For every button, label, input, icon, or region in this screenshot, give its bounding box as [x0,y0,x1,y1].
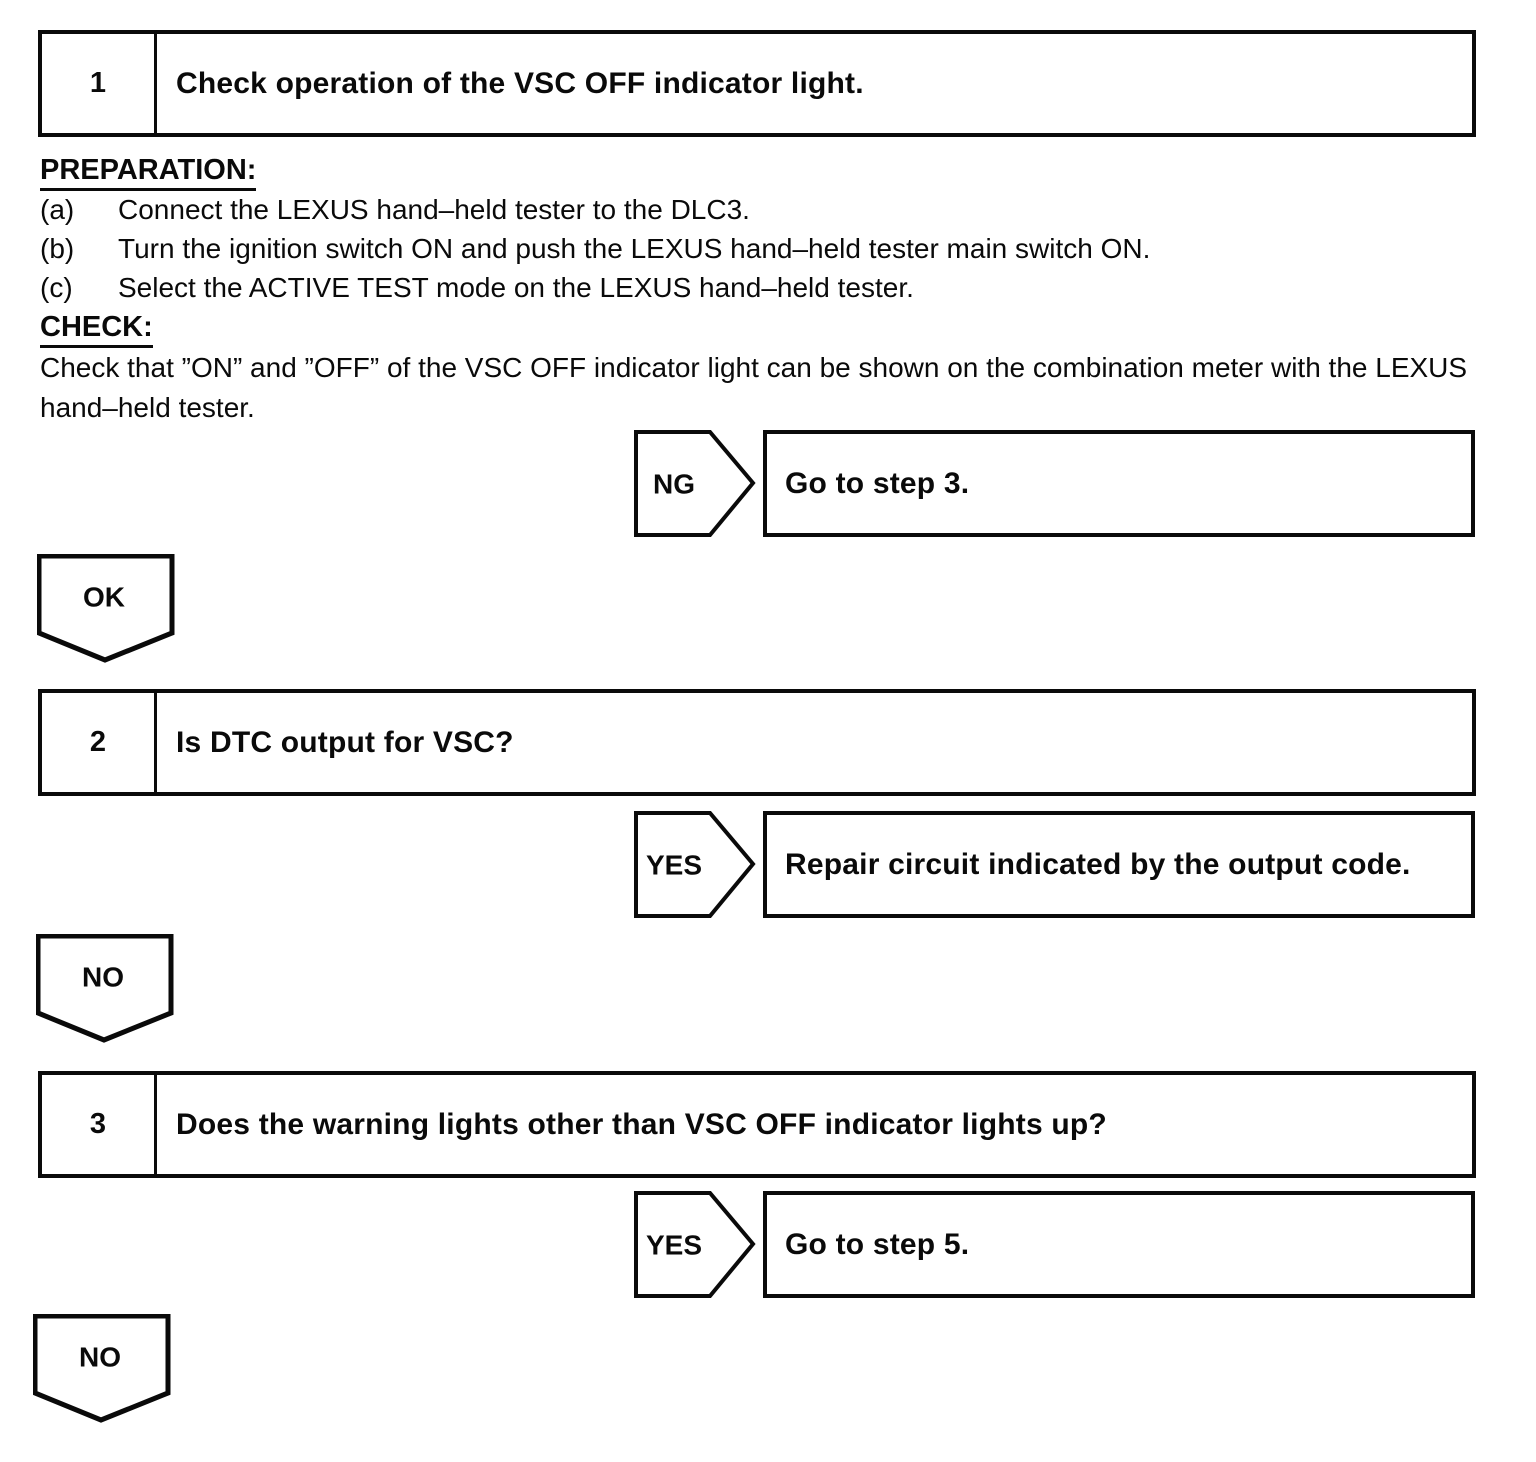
preparation-item-c: (c) Select the ACTIVE TEST mode on the L… [40,268,1488,307]
item-text: Turn the ignition switch ON and push the… [118,233,1151,264]
yes-pointer-icon: YES [634,811,756,918]
no-label: NO [79,1342,121,1373]
step-1-title: Check operation of the VSC OFF indicator… [176,66,864,100]
continue-no-step2: NO [35,933,174,1049]
item-text: Connect the LEXUS hand–held tester to th… [118,194,750,225]
step-1-number: 1 [42,34,157,133]
preparation-heading: PREPARATION: [40,154,257,191]
yes-pointer-icon: YES [634,1191,756,1298]
preparation-item-b: (b) Turn the ignition switch ON and push… [40,229,1488,268]
no-down-pentagon-icon: NO [32,1313,171,1423]
item-label: (c) [40,272,73,303]
ok-down-pentagon-icon: OK [36,553,175,663]
step-2-number: 2 [42,693,157,792]
preparation-item-a: (a) Connect the LEXUS hand–held tester t… [40,190,1488,229]
check-text: Check that ”ON” and ”OFF” of the VSC OFF… [40,352,1468,423]
no-down-pentagon-icon: NO [35,933,174,1043]
step-2-box: 2 Is DTC output for VSC? [38,689,1476,796]
ng-label: NG [653,469,695,500]
branch-yes-step3: YES Go to step 5. [634,1191,1475,1298]
step-3-title: Does the warning lights other than VSC O… [176,1107,1107,1141]
step-1-instructions: PREPARATION: (a) Connect the LEXUS hand–… [40,150,1488,428]
yes-label: YES [646,850,702,881]
yes-action-box: Repair circuit indicated by the output c… [763,811,1475,918]
ng-pointer-icon: NG [634,430,756,537]
step-3-number: 3 [42,1075,157,1174]
continue-ok: OK [36,553,175,669]
step-1-box: 1 Check operation of the VSC OFF indicat… [38,30,1476,137]
continue-no-step3: NO [32,1313,171,1429]
item-label: (a) [40,194,75,225]
ng-action-box: Go to step 3. [763,430,1475,537]
branch-yes-step2: YES Repair circuit indicated by the outp… [634,811,1475,918]
item-label: (b) [40,233,75,264]
ok-label: OK [83,582,125,613]
branch-ng: NG Go to step 3. [634,430,1475,537]
step-3-box: 3 Does the warning lights other than VSC… [38,1071,1476,1178]
yes-action-box: Go to step 5. [763,1191,1475,1298]
step-2-title: Is DTC output for VSC? [176,725,514,759]
item-text: Select the ACTIVE TEST mode on the LEXUS… [118,272,914,303]
yes-label: YES [646,1230,702,1261]
no-label: NO [82,962,124,993]
check-heading: CHECK: [40,311,153,348]
